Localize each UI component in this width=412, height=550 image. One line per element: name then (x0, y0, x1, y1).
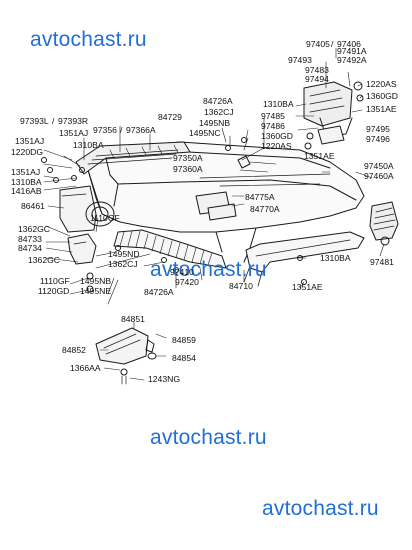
part-label: 84710 (229, 281, 253, 291)
part-label: 84726A (144, 287, 174, 297)
flexible-duct (113, 229, 227, 269)
part-label: 1366AA (70, 363, 101, 373)
watermark-middle: avtochast.ru (150, 258, 267, 281)
part-label: 1310BA (73, 140, 104, 150)
part-label: 97393L (20, 116, 49, 126)
part-label: 1495NB (199, 118, 231, 128)
right-side-vent (369, 201, 399, 246)
part-label: 84775A (245, 192, 275, 202)
part-label: 84859 (172, 335, 196, 345)
part-label: 1220DG (11, 147, 44, 157)
part-label: 97460A (364, 171, 394, 181)
part-label: 84852 (62, 345, 86, 355)
part-label: 97493 (288, 55, 312, 65)
part-label: 97481 (370, 257, 394, 267)
watermark-top: avtochast.ru (30, 28, 147, 51)
part-label: 1495NE (80, 286, 112, 296)
left-bracket (67, 233, 97, 293)
part-label: 1351AE (304, 151, 335, 161)
part-label: 1120GD (38, 286, 70, 296)
part-label: 1351AE (292, 282, 323, 292)
watermark-lower: avtochast.ru (150, 426, 267, 449)
part-label: 97492A (337, 55, 367, 65)
part-label: 97406 (337, 39, 361, 49)
part-label: 1310BA (263, 99, 294, 109)
part-label: 1495NC (189, 128, 221, 138)
part-label: 84733 (18, 234, 42, 244)
part-label: 86461 (21, 201, 45, 211)
part-label: 84851 (121, 314, 145, 324)
part-label: 1351AJ (15, 136, 45, 146)
part-label: 1362CJ (204, 107, 234, 117)
part-label: 1220AS (261, 141, 292, 151)
part-label: 97491A (337, 46, 367, 56)
part-label: 97496 (366, 134, 390, 144)
part-label: 97393R (58, 116, 89, 126)
part-label: 1362CJ (108, 259, 138, 269)
part-label: 97366A (126, 125, 156, 135)
right-side-duct (243, 231, 365, 287)
part-label: 1310BA (320, 253, 351, 263)
lower-cover-assembly (95, 327, 157, 385)
part-separator: / (52, 116, 55, 126)
part-label: 1495NB (80, 276, 112, 286)
part-label: 1416AB (11, 186, 42, 196)
part-label: 97356 (93, 125, 117, 135)
part-label: 84726A (203, 96, 233, 106)
part-label: 97495 (366, 124, 390, 134)
part-label: 97450A (364, 161, 394, 171)
part-label: 84770A (250, 204, 280, 214)
defroster-grille (75, 141, 191, 175)
leader-lines (43, 47, 385, 381)
part-label: 1220AS (366, 79, 397, 89)
part-separator: / (120, 125, 123, 135)
part-label: 1110GF (90, 213, 120, 223)
part-label: 1360GD (261, 131, 294, 141)
part-label: 1495ND (108, 249, 140, 259)
part-label: 1310BA (11, 177, 42, 187)
part-label: 97405 (306, 39, 330, 49)
part-separator: / (331, 39, 334, 49)
part-label: 97420 (175, 277, 199, 287)
part-label: 1351AJ (59, 128, 89, 138)
part-label: 1243NG (148, 374, 181, 384)
part-label: 1110GF (40, 276, 70, 286)
part-label: 1351AJ (11, 167, 41, 177)
part-label: 84729 (158, 112, 182, 122)
part-label: 1351AE (366, 104, 397, 114)
part-label: 84734 (18, 243, 42, 253)
center-vent-brackets (195, 155, 251, 221)
part-label: 97485 (261, 111, 285, 121)
part-label: 97350A (173, 153, 203, 163)
watermark-bottom: avtochast.ru (262, 497, 379, 520)
part-label: 97483 (305, 65, 329, 75)
part-label: 1362GC (18, 224, 51, 234)
part-label: 1360GD (366, 91, 399, 101)
part-label: 97494 (305, 74, 329, 84)
part-label: 1362GC (28, 255, 61, 265)
part-label: 97486 (261, 121, 285, 131)
part-label: 84854 (172, 353, 196, 363)
dashboard-body (87, 141, 365, 263)
left-side-panel (59, 185, 115, 233)
part-label: 97410 (170, 267, 194, 277)
upper-right-vent-assembly (303, 81, 364, 150)
part-label: 97360A (173, 164, 203, 174)
